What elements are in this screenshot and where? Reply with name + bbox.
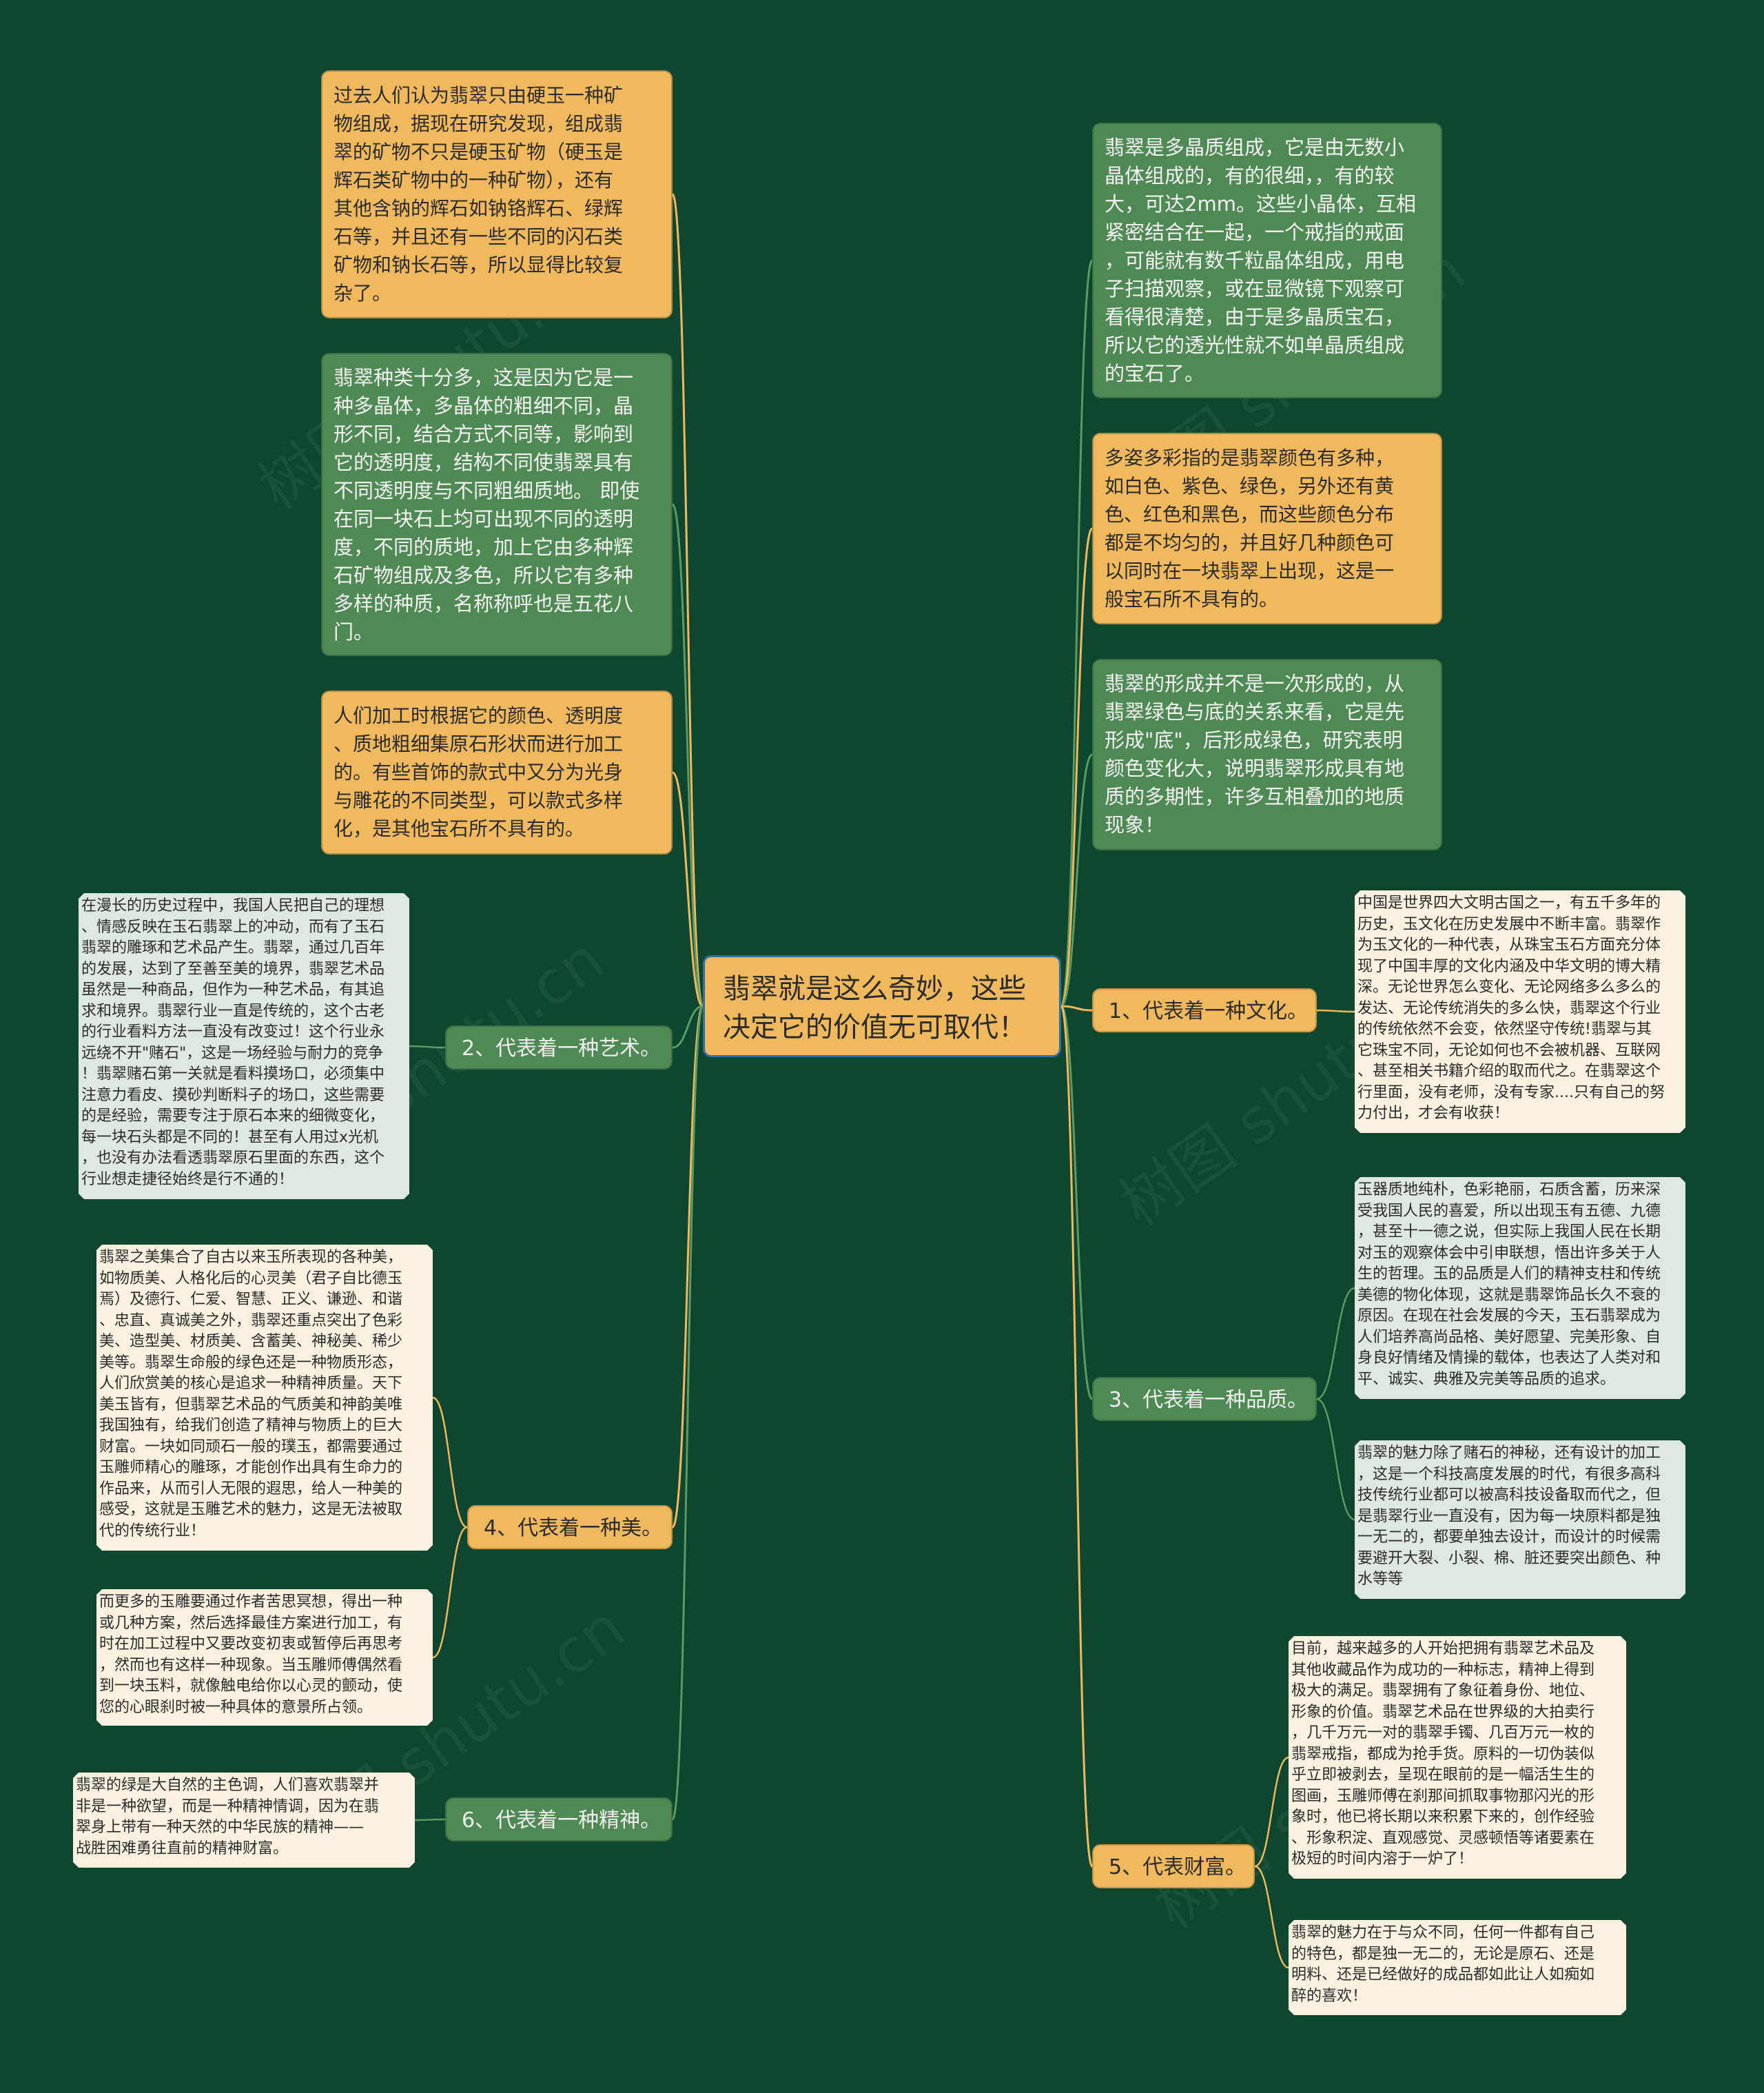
branch-culture[interactable]: 1、代表着一种文化。 <box>1092 988 1317 1032</box>
connector-b5_1 <box>1254 1756 1289 1868</box>
leaf-spirit-1[interactable]: 翡翠的绿是大自然的主色调，人们喜欢翡翠并 非是一种欲望，而是一种精神情调，因为在… <box>73 1773 415 1868</box>
leaf-wealth-1[interactable]: 目前，越来越多的人开始把拥有翡翠艺术品及 其他收藏品作为成功的一种标志，精神上得… <box>1289 1636 1626 1879</box>
connector-b3_1 <box>1316 1287 1355 1400</box>
note-polycrystalline[interactable]: 翡翠是多晶质组成，它是由无数小 晶体组成的，有的很细，，有的较 大，可达2mm。… <box>1092 123 1442 398</box>
note-formation[interactable]: 翡翠的形成并不是一次形成的，从 翡翠绿色与底的关系来看，它是先 形成"底"，后形… <box>1092 659 1442 850</box>
connector-b6 <box>671 1005 704 1821</box>
connector-b4_2 <box>432 1526 468 1659</box>
note-mineral-composition[interactable]: 过去人们认为翡翠只由硬玉一种矿 物组成，据现在研究发现，组成翡 翠的矿物不只是硬… <box>321 70 673 318</box>
leaf-quality-1[interactable]: 玉器质地纯朴，色彩艳丽，石质含蓄，历来深 受我国人民的喜爱，所以出现玉有五德、九… <box>1355 1177 1685 1399</box>
leaf-culture-1[interactable]: 中国是世界四大文明古国之一，有五千多年的 历史，玉文化在历史发展中不断丰富。翡翠… <box>1355 890 1685 1133</box>
leaf-art-1[interactable]: 在漫长的历史过程中，我国人民把自己的理想 、情感反映在玉石翡翠上的冲动，而有了玉… <box>79 893 409 1199</box>
connector-b2 <box>672 1005 704 1049</box>
leaf-wealth-2[interactable]: 翡翠的魅力在于与众不同，任何一件都有自己 的特色，都是独一无二的，无论是原石、还… <box>1289 1920 1626 2015</box>
note-colors[interactable]: 多姿多彩指的是翡翠颜色有多种， 如白色、紫色、绿色，另外还有黄 色、红色和黑色，… <box>1092 433 1442 624</box>
connector-b3 <box>1060 1005 1094 1400</box>
connector-r1 <box>1060 259 1094 1008</box>
branch-art[interactable]: 2、代表着一种艺术。 <box>445 1025 673 1070</box>
note-variety[interactable]: 翡翠种类十分多，这是因为它是一 种多晶体，多晶体的粗细不同，晶 形不同，结合方式… <box>321 353 673 656</box>
connector-b4_1 <box>432 1396 468 1529</box>
leaf-beauty-1[interactable]: 翡翠之美集合了自古以来玉所表现的各种美， 如物质美、人格化后的心灵美（君子自比德… <box>96 1245 433 1551</box>
branch-beauty[interactable]: 4、代表着一种美。 <box>467 1505 673 1549</box>
connector-b1 <box>1060 1005 1093 1012</box>
connector-l3 <box>671 771 704 1008</box>
branch-quality[interactable]: 3、代表着一种品质。 <box>1092 1377 1317 1421</box>
leaf-beauty-2[interactable]: 而更多的玉雕要通过作者苦思冥想，得出一种 或几种方案，然后选择最佳方案进行加工，… <box>96 1589 433 1726</box>
connector-r2 <box>1060 527 1094 1008</box>
connector-l1 <box>671 193 704 1008</box>
branch-spirit[interactable]: 6、代表着一种精神。 <box>445 1797 673 1841</box>
connector-l2 <box>671 503 704 1008</box>
connector-b5 <box>1060 1005 1094 1868</box>
connector-b5_2 <box>1254 1865 1289 1969</box>
note-processing[interactable]: 人们加工时根据它的颜色、透明度 、质地粗细集原石形状而进行加工 的。有些首饰的款… <box>321 691 673 855</box>
connector-b2_1 <box>409 1045 446 1049</box>
root-topic[interactable]: 翡翠就是这么奇妙，这些 决定它的价值无可取代！ <box>703 955 1061 1057</box>
connector-b1_1 <box>1316 1009 1355 1013</box>
leaf-quality-2[interactable]: 翡翠的魅力除了赌石的神秘，还有设计的加工 ，这是一个科技高度发展的时代，有很多高… <box>1355 1440 1685 1599</box>
branch-wealth[interactable]: 5、代表财富。 <box>1092 1844 1255 1888</box>
connector-b6_1 <box>414 1818 446 1821</box>
connector-r3 <box>1060 753 1094 1008</box>
connector-b3_2 <box>1316 1398 1355 1521</box>
connector-b4 <box>671 1005 704 1529</box>
